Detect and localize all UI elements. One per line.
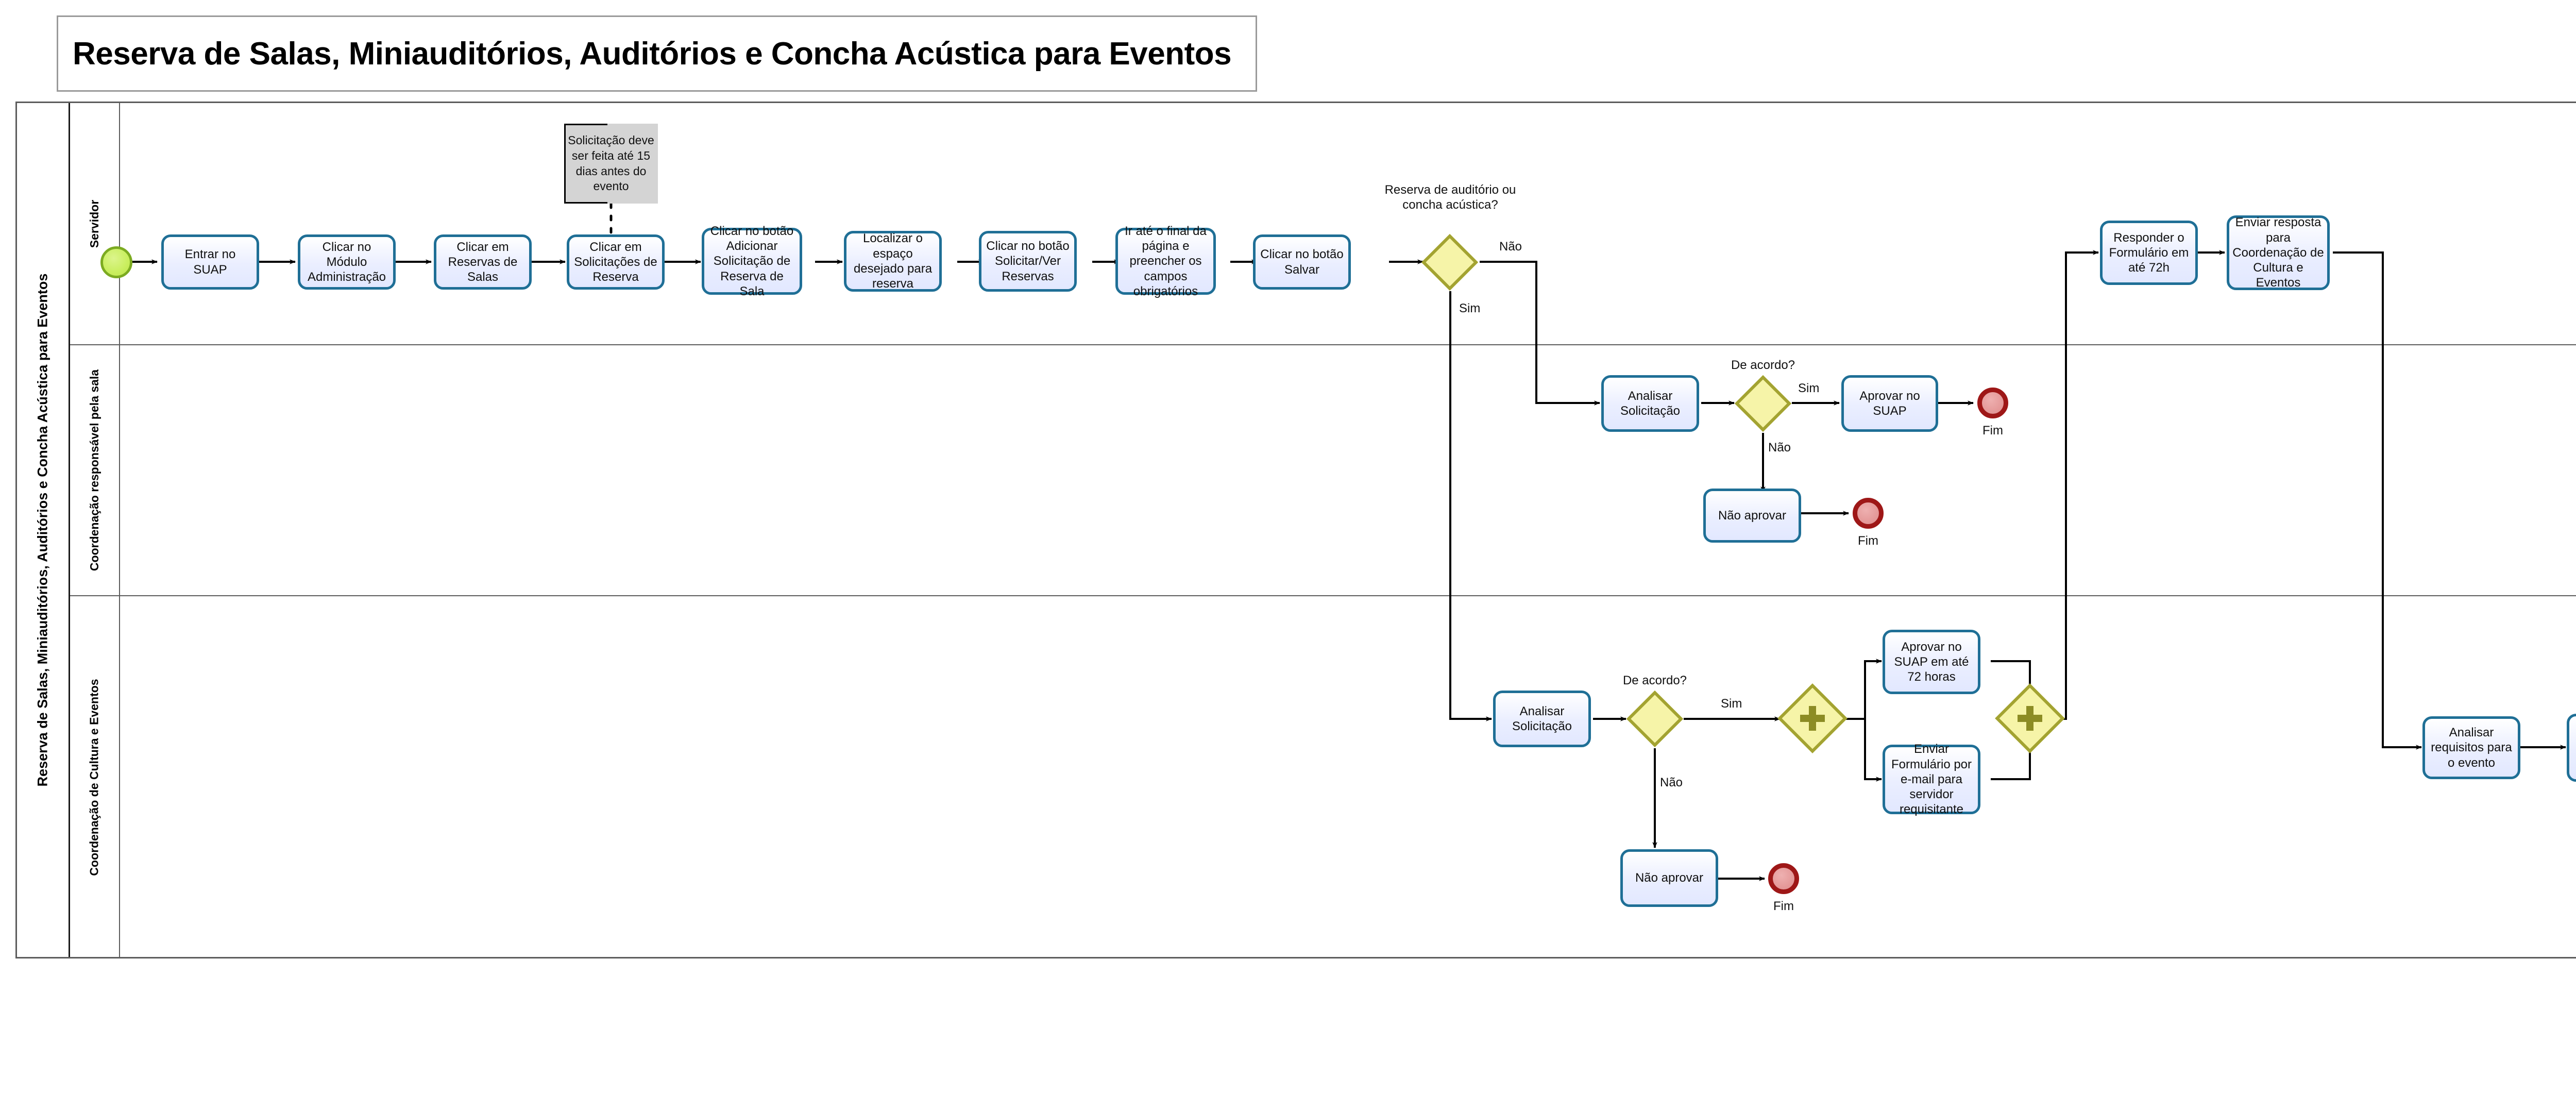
task-enviar-resposta-coordenacao[interactable]: Enviar resposta para Coordenação de Cult… xyxy=(2227,215,2330,290)
gateway-diamond xyxy=(1626,690,1684,748)
flow-label-g2-sim: Sim xyxy=(1798,381,1820,395)
end-event-sala-reprovado[interactable] xyxy=(1853,498,1884,529)
gateway-de-acordo-sala[interactable] xyxy=(1734,375,1792,432)
task-clicar-botao-solicitar-ver-reservas[interactable]: Clicar no botão Solicitar/Ver Reservas xyxy=(979,231,1077,292)
task-entrar-no-suap[interactable]: Entrar no SUAP xyxy=(161,234,259,290)
gateway-label-de-acordo-cultura: De acordo? xyxy=(1622,674,1687,687)
end-event-sala-aprovado[interactable] xyxy=(1977,388,2008,418)
start-event[interactable] xyxy=(100,246,132,278)
gateway-reserva-auditorio-concha[interactable] xyxy=(1421,233,1479,291)
pool-label: Reserva de Salas, Miniauditórios, Auditó… xyxy=(35,273,50,787)
lane-header-coordenacao-cultura: Coordenação de Cultura e Eventos xyxy=(70,596,120,958)
diagram-title-box: Reserva de Salas, Miniauditórios, Auditó… xyxy=(57,15,1257,92)
flow-label-g1-nao: Não xyxy=(1499,240,1522,254)
flow-label-g1-sim: Sim xyxy=(1459,301,1481,315)
annotation-bracket-bottom xyxy=(564,202,607,204)
task-nao-aprovar-cultura[interactable]: Não aprovar xyxy=(1620,849,1718,907)
task-aprovar-suap-72-horas[interactable]: Aprovar no SUAP em até 72 horas xyxy=(1883,630,1980,694)
lane-coordenacao-cultura: Coordenação de Cultura e Eventos xyxy=(70,595,2576,958)
gateway-diamond xyxy=(1734,375,1792,432)
lane-label-coordenacao-cultura: Coordenação de Cultura e Eventos xyxy=(88,679,101,876)
gateway-label-de-acordo-sala: De acordo? xyxy=(1731,358,1795,372)
lane-coordenacao-sala: Coordenação responsável pela sala xyxy=(70,344,2576,595)
task-clicar-reservas-de-salas[interactable]: Clicar em Reservas de Salas xyxy=(434,234,532,290)
task-analisar-solicitacao-sala[interactable]: Analisar Solicitação xyxy=(1601,375,1699,432)
gateway-parallel-join[interactable] xyxy=(1995,683,2065,753)
flow-label-g3-sim: Sim xyxy=(1721,697,1742,711)
gateway-de-acordo-cultura[interactable] xyxy=(1626,690,1684,748)
flow-label-g3-nao: Não xyxy=(1660,776,1683,789)
gateway-parallel-split[interactable] xyxy=(1777,683,1848,753)
task-clicar-botao-salvar[interactable]: Clicar no botão Salvar xyxy=(1253,234,1351,290)
end-event-label-sala-reprovado: Fim xyxy=(1858,534,1878,548)
task-responder-formulario-72h[interactable]: Responder o Formulário em até 72h xyxy=(2100,221,2198,285)
plus-icon xyxy=(2018,706,2042,731)
lane-header-servidor: Servidor xyxy=(70,103,120,344)
task-nao-aprovar-sala[interactable]: Não aprovar xyxy=(1703,489,1801,543)
end-event-label-cultura-reprovado: Fim xyxy=(1773,899,1794,913)
task-clicar-modulo-administracao[interactable]: Clicar no Módulo Administração xyxy=(298,234,396,290)
lane-label-servidor: Servidor xyxy=(87,199,101,248)
task-clicar-botao-adicionar-solicitacao[interactable]: Clicar no botão Adicionar Solicitação de… xyxy=(702,224,802,298)
page-title: Reserva de Salas, Miniauditórios, Auditó… xyxy=(73,36,1232,72)
task-analisar-requisitos-evento[interactable]: Analisar requisitos para o evento xyxy=(2422,716,2520,779)
text-annotation-prazo: Solicitação deve ser feita até 15 dias a… xyxy=(564,124,658,204)
lane-header-coordenacao-sala: Coordenação responsável pela sala xyxy=(70,345,120,595)
pool-header: Reserva de Salas, Miniauditórios, Auditó… xyxy=(17,103,70,957)
gateway-label-reserva-auditorio: Reserva de auditório ou concha acústica? xyxy=(1384,183,1516,212)
end-event-label-sala-aprovado: Fim xyxy=(1982,424,2003,438)
plus-icon xyxy=(1800,706,1825,731)
lane-label-coordenacao-sala: Coordenação responsável pela sala xyxy=(88,369,101,571)
task-enviar-formulario-email[interactable]: Enviar Formulário por e-mail para servid… xyxy=(1883,742,1980,816)
end-event-cultura-reprovado[interactable] xyxy=(1768,863,1799,894)
task-aprovar-no-suap-sala[interactable]: Aprovar no SUAP xyxy=(1841,375,1938,432)
task-clicar-solicitacoes-de-reserva[interactable]: Clicar em Solicitações de Reserva xyxy=(567,234,665,290)
task-analisar-solicitacao-cultura[interactable]: Analisar Solicitação xyxy=(1493,691,1591,747)
gateway-diamond xyxy=(1421,233,1479,291)
flow-label-g2-nao: Não xyxy=(1768,441,1791,455)
task-ir-ate-final-da-pagina[interactable]: Ir até o final da página e preencher os … xyxy=(1115,224,1216,298)
task-localizar-espaco-desejado[interactable]: Localizar o espaço desejado para reserva xyxy=(844,231,942,292)
lane-servidor: Servidor xyxy=(70,103,2576,344)
task-comunicar-extensao[interactable]: Comunicar ao setor da Extensão por e-mai… xyxy=(2567,714,2576,782)
